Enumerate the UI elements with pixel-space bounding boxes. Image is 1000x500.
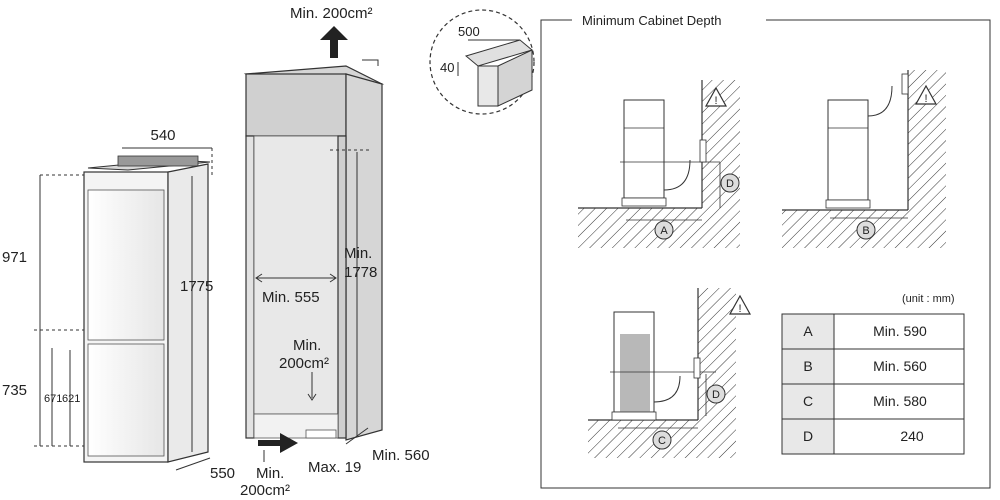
scenario-a [578,80,740,248]
table-row-value: Min. 580 [873,393,927,409]
inner-height-label-2: 1778 [344,264,377,281]
cabinet-depth-label: Min. 560 [372,447,430,464]
table-row-key: A [803,323,813,339]
depth-table [781,313,965,455]
fridge-depth-label: 550 [210,465,235,482]
unit-label: (unit : mm) [902,293,955,305]
bottom-vent-label-2: 200cm² [240,482,290,499]
detail-circle [429,9,535,115]
fridge-total-height-label: 1775 [180,278,213,295]
table-row-value: Min. 590 [873,323,927,339]
marker-b: B [862,225,869,237]
fridge-width-label: 540 [150,127,175,144]
mid-vent-label-1: Min. [293,337,321,354]
scenario-b [782,70,946,248]
detail-height-label: 40 [440,60,454,75]
cabinet-drawing [243,65,385,441]
fridge-lower-height-label: 735 [2,382,27,399]
table-row-key: D [803,428,813,444]
min-cabinet-depth-panel [540,19,991,489]
warning-icon-b: ! [924,93,927,105]
table-row-value: 240 [900,428,924,444]
detail-width-label: 500 [458,24,480,39]
fridge-door-height-a-label: 671 [44,393,62,405]
fridge-door-height-b-label: 621 [62,393,80,405]
bottom-vent-label-1: Min. [256,465,284,482]
bottom-vent-arrow-icon [258,433,298,453]
fridge-drawing [83,155,211,463]
marker-c: C [658,435,666,447]
marker-d-a: D [726,178,734,190]
marker-a: A [660,225,668,237]
top-vent-label: Min. 200cm² [290,5,373,22]
inner-width-label: Min. 555 [262,289,320,306]
scenario-c [588,288,752,458]
cabinet-dimensions [255,26,379,462]
table-row-value: Min. 560 [873,358,927,374]
fridge-upper-height-label: 971 [2,249,27,266]
warning-icon: ! [714,95,717,107]
fridge-dimensions [34,147,213,471]
inner-height-label-1: Min. [344,245,372,262]
table-row-key: C [803,393,813,409]
table-row-key: B [803,358,812,374]
panel-title: Minimum Cabinet Depth [582,13,721,28]
marker-d-c: D [712,389,720,401]
max-gap-label: Max. 19 [308,459,361,476]
mid-vent-label-2: 200cm² [279,355,329,372]
top-vent-arrow-icon [320,26,348,58]
warning-icon-c: ! [738,303,741,315]
